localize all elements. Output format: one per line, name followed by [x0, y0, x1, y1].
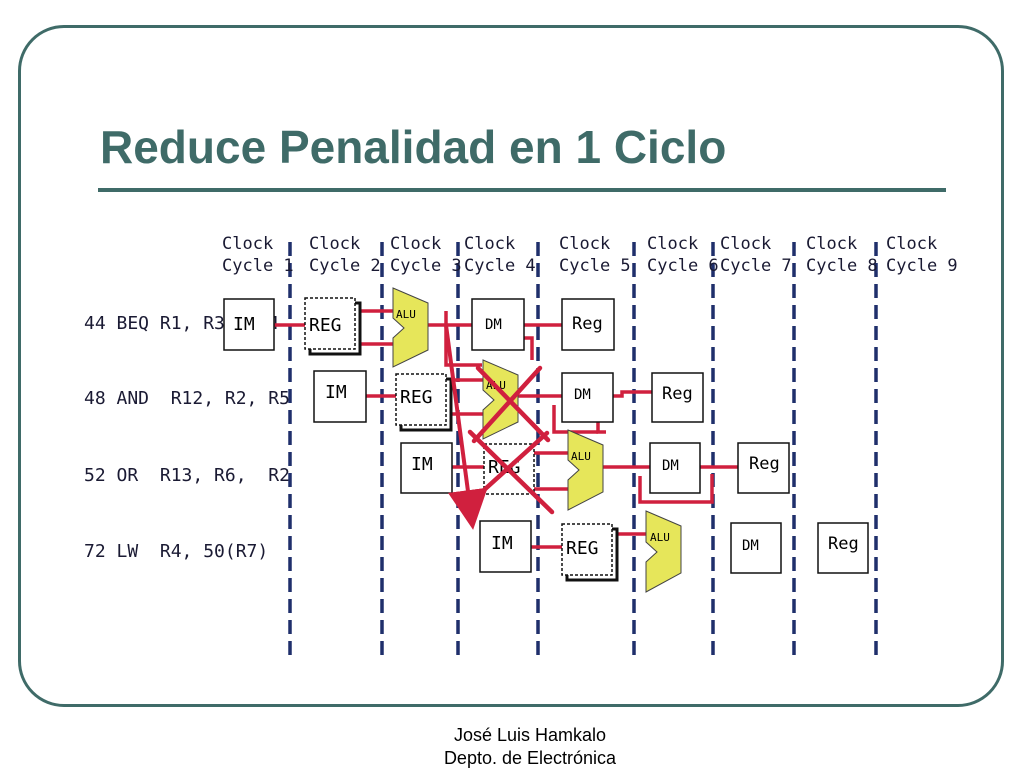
cycle-9-label-line1: Clock — [886, 234, 937, 254]
flush-cross-and-stroke — [471, 365, 543, 444]
flush-cross-and-stroke — [475, 365, 551, 443]
reg-writeback-label: Reg — [572, 314, 603, 334]
cycle-3-label-line1: Clock — [390, 234, 441, 254]
reg-label: REG — [400, 387, 433, 408]
dm-block — [561, 372, 614, 423]
alu-label: ALU — [650, 531, 670, 544]
footer-department: Depto. de Electrónica — [443, 748, 617, 768]
im-block — [479, 520, 532, 573]
cycle-6-label-line1: Clock — [647, 234, 698, 254]
im-label: IM — [411, 454, 433, 475]
slide-frame — [18, 25, 1004, 707]
im-block — [223, 298, 275, 351]
row-or-stages: IM REG ALU DM Reg — [400, 429, 790, 511]
reg-label: REG — [566, 538, 599, 559]
pipeline-wires — [274, 309, 738, 549]
im-block — [313, 370, 367, 423]
cycle-4-label-line2: Cycle 4 — [464, 256, 536, 276]
instruction-label-or: 52 OR R13, R6, R2 — [84, 465, 290, 486]
reg-writeback-block — [817, 522, 869, 574]
dm-label: DM — [662, 458, 679, 474]
im-label: IM — [233, 314, 255, 335]
reg-writeback-label: Reg — [828, 534, 859, 554]
row-beq-stages: IM REG ALU DM Reg — [223, 287, 615, 368]
reg-writeback-block — [651, 372, 704, 423]
cycle-8-label-line1: Clock — [806, 234, 857, 254]
cycle-7-label-line1: Clock — [720, 234, 771, 254]
alu-label: ALU — [396, 308, 416, 321]
cycle-6-label-line2: Cycle 6 — [647, 256, 719, 276]
instruction-label-and: 48 AND R12, R2, R5 — [84, 388, 290, 409]
reg-block — [395, 373, 447, 426]
dm-block — [730, 522, 782, 574]
alu-block — [645, 510, 682, 593]
reg-label: REG — [309, 315, 342, 336]
im-block — [400, 442, 453, 494]
cycle-5-label-line2: Cycle 5 — [559, 256, 631, 276]
cycle-3-label-line2: Cycle 3 — [390, 256, 462, 276]
dm-label: DM — [574, 387, 591, 403]
slide-title: Reduce Penalidad en 1 Ciclo — [100, 121, 727, 173]
reg-writeback-label: Reg — [662, 384, 693, 404]
cycle-5-label-line1: Clock — [559, 234, 610, 254]
row-lw-stages: IM REG ALU DM Reg — [479, 510, 869, 593]
footer-author: José Luis Hamkalo — [453, 725, 607, 745]
cycle-1-label-line2: Cycle 1 — [222, 256, 294, 276]
branch-target-arrow — [444, 324, 488, 530]
cycle-7-label-line2: Cycle 7 — [720, 256, 792, 276]
cycle-9-label-line2: Cycle 9 — [886, 256, 958, 276]
cycle-1-label-line1: Clock — [222, 234, 273, 254]
im-label: IM — [325, 382, 347, 403]
cycle-8-label-line2: Cycle 8 — [806, 256, 878, 276]
alu-block — [392, 287, 429, 368]
flush-cross-or-stroke — [467, 429, 555, 515]
dm-label: DM — [485, 317, 502, 333]
title-underline — [98, 188, 946, 192]
reg-block — [561, 523, 613, 576]
instruction-label-lw: 72 LW R4, 50(R7) — [84, 541, 268, 562]
alu-block — [567, 429, 604, 511]
dm-block — [649, 442, 701, 494]
reg-writeback-label: Reg — [749, 454, 780, 474]
dm-label: DM — [742, 538, 759, 554]
cycle-4-label-line1: Clock — [464, 234, 515, 254]
alu-label: ALU — [571, 450, 591, 463]
im-label: IM — [491, 533, 513, 554]
reg-writeback-block — [561, 298, 615, 351]
dm-block — [471, 298, 525, 351]
reg-block — [304, 297, 356, 350]
reg-writeback-block — [737, 442, 790, 494]
cycle-2-label-line2: Cycle 2 — [309, 256, 381, 276]
cycle-2-label-line1: Clock — [309, 234, 360, 254]
